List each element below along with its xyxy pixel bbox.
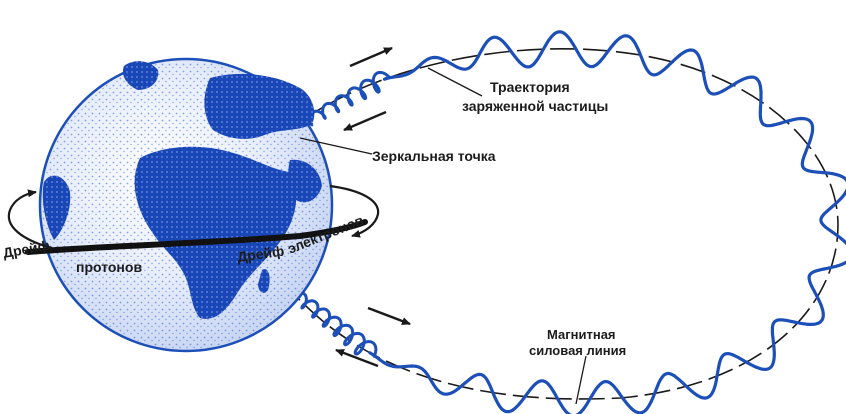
mirror-point-label: Зеркальная точка bbox=[372, 148, 496, 164]
earth-globe bbox=[40, 59, 332, 351]
lower-mirror-spiral bbox=[291, 293, 376, 357]
lower-outbound-arrow bbox=[368, 308, 410, 324]
upper-outbound-arrow bbox=[350, 48, 392, 66]
field-line-label-2: силовая линия bbox=[529, 343, 626, 358]
field-line-label-1: Магнитная bbox=[547, 327, 616, 342]
field-line-leader bbox=[576, 356, 586, 404]
trajectory-label-2: заряженной частицы bbox=[462, 98, 608, 114]
proton-drift-label-b: протонов bbox=[76, 259, 142, 275]
trajectory-leader bbox=[428, 68, 482, 96]
upper-inbound-arrow bbox=[344, 112, 386, 130]
trajectory-label-1: Траектория bbox=[490, 79, 570, 95]
proton-drift-label-a: Дрейф bbox=[2, 237, 51, 261]
